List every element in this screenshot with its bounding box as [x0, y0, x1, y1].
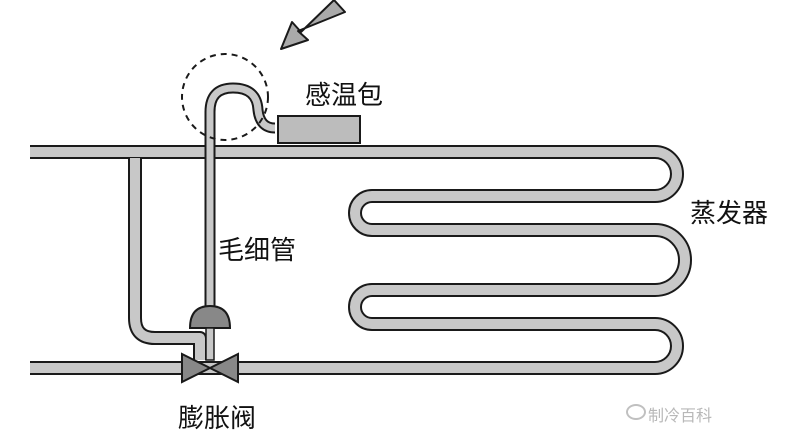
evaporator-diagram: [30, 0, 692, 384]
bulb-label: 感温包: [305, 81, 384, 111]
evaporator-coil: [30, 189, 692, 375]
valve-icon-right: [207, 352, 239, 384]
valve-diaphragm: [188, 304, 232, 329]
capillary-tube: [204, 82, 276, 312]
valve-label: 膨胀阀: [178, 404, 257, 434]
sensing-bulb: [277, 115, 361, 144]
bulb-highlight-circle: [181, 53, 269, 141]
valve-stem: [205, 327, 215, 361]
arrow-icon: [280, 0, 346, 50]
watermark: 制冷百科: [648, 406, 713, 425]
valve-icon: [181, 352, 213, 384]
equalizer-pipe: [128, 158, 207, 360]
diagram-stage: 感温包 蒸发器 毛细管 膨胀阀 制冷百科: [30, 0, 769, 434]
capillary-label: 毛细管: [218, 236, 297, 266]
suction-line: [30, 145, 684, 203]
watermark-icon: [626, 404, 646, 420]
evaporator-label: 蒸发器: [690, 199, 769, 229]
